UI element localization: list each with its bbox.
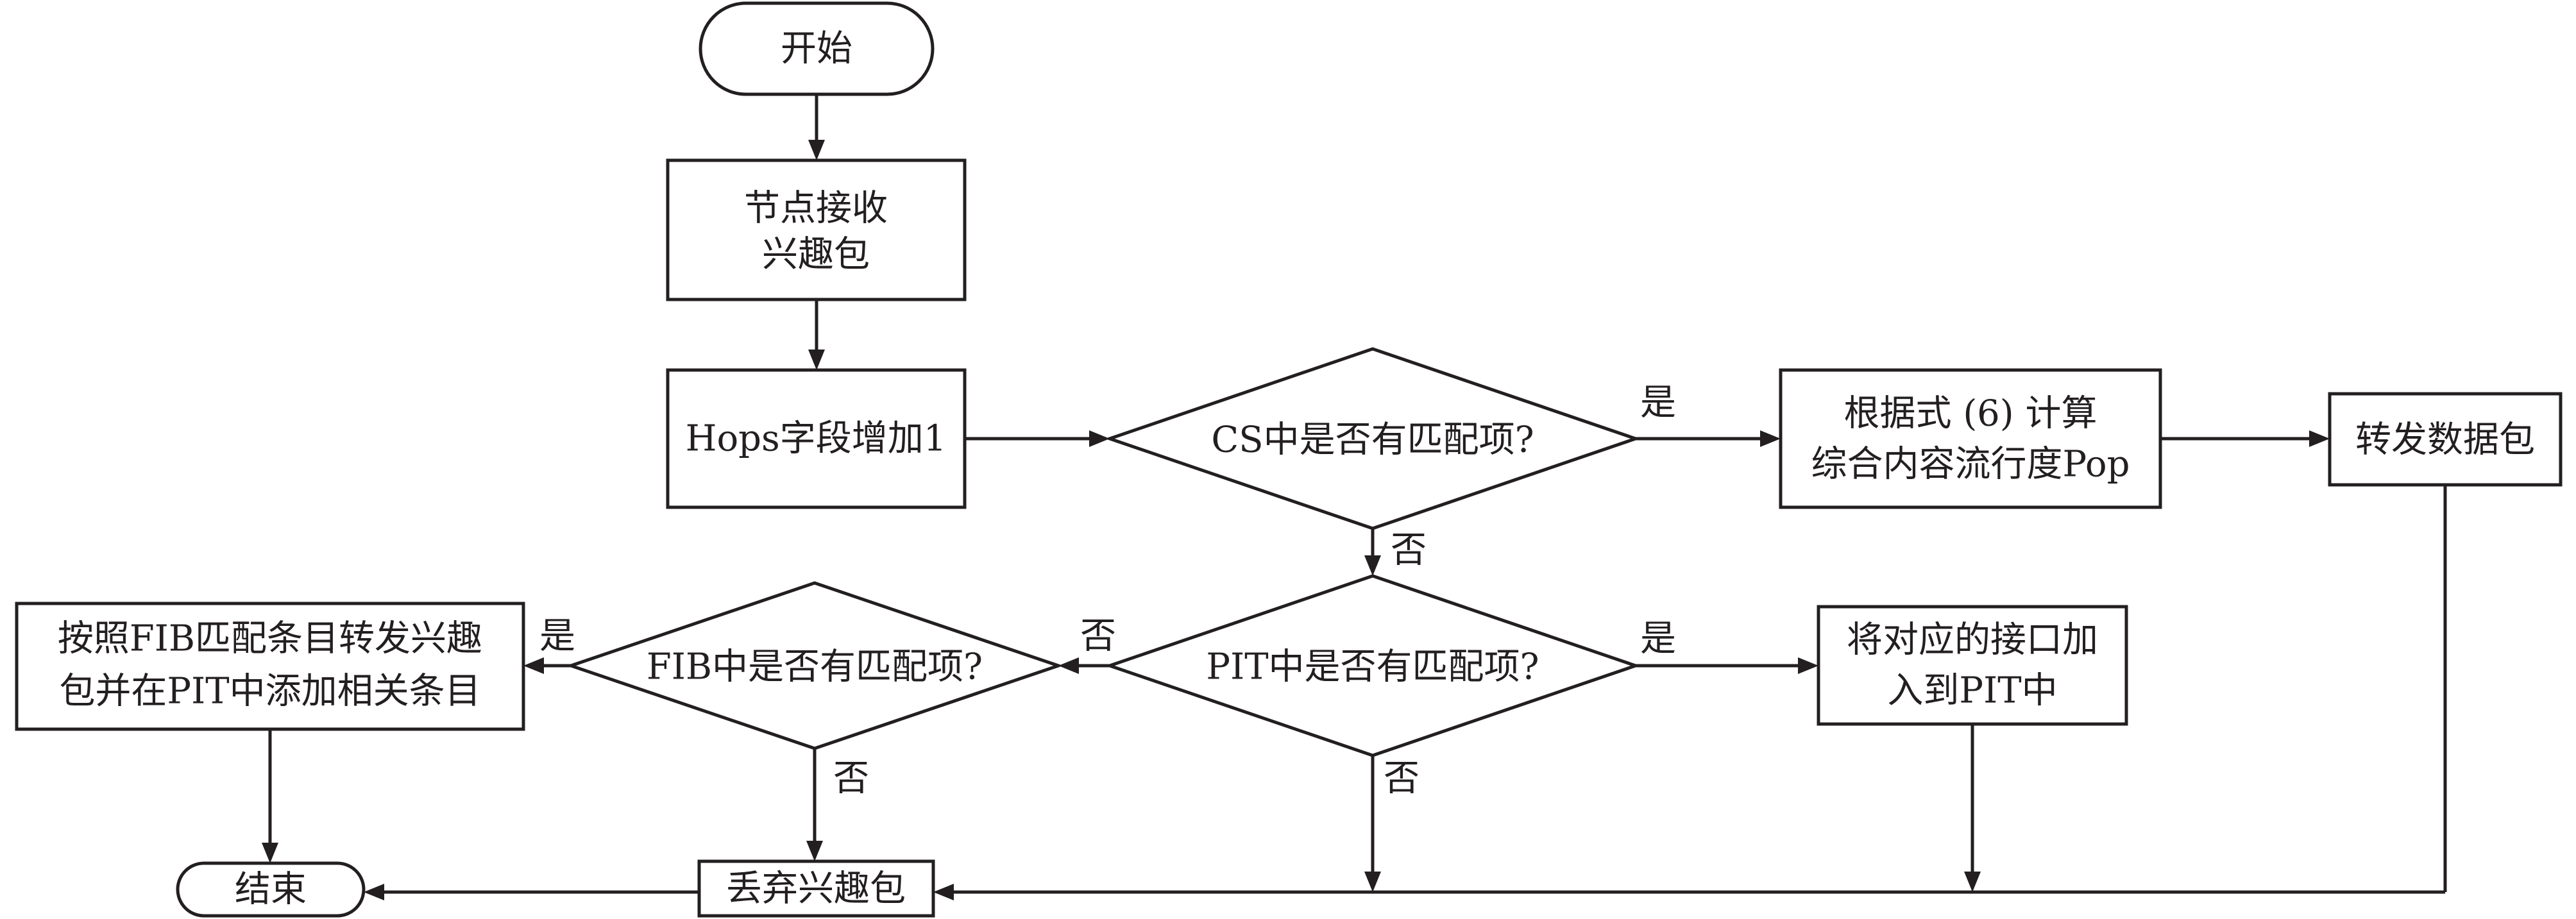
pit-no-down-label: 否: [1384, 758, 1419, 800]
fib-forward-label-line2: 包并在PIT中添加相关条目: [59, 671, 480, 712]
cs-match-decision: CS中是否有匹配项?: [1105, 347, 1641, 530]
edge-pit-yes-to-pit-add: [1636, 657, 1818, 674]
edge-fib-yes-to-fib-forward: [523, 657, 571, 674]
edge-cs-yes-to-compute: [1636, 430, 1781, 447]
edge-cs-no-to-pit: [1364, 528, 1381, 576]
edge-start-to-receive: [808, 94, 825, 160]
receive-interest-node: 节点接收 兴趣包: [666, 158, 967, 301]
discard-interest-node: 丢弃兴趣包: [697, 859, 935, 918]
edge-discard-to-end: [364, 884, 699, 900]
receive-interest-label-line1: 节点接收: [744, 188, 888, 230]
edge-fib-forward-to-end: [262, 729, 278, 863]
fib-match-label: FIB中是否有匹配项?: [647, 646, 983, 688]
forward-data-label: 转发数据包: [2355, 419, 2535, 461]
end-node: 结束: [176, 861, 366, 918]
fib-match-decision: FIB中是否有匹配项?: [566, 581, 1063, 750]
edge-fib-no-to-discard: [806, 748, 823, 861]
pit-match-label: PIT中是否有匹配项?: [1206, 646, 1539, 688]
cs-yes-label: 是: [1640, 382, 1676, 424]
cs-no-label: 否: [1391, 530, 1427, 571]
pit-yes-label: 是: [1640, 618, 1676, 660]
pit-add-interface-node: 将对应的接口加 入到PIT中: [1817, 605, 2128, 726]
pit-add-interface-label-line2: 入到PIT中: [1887, 670, 2057, 712]
start-node: 开始: [699, 1, 935, 96]
edge-receive-to-hops: [808, 299, 825, 370]
edge-bottom-return-to-discard: [933, 485, 2447, 900]
end-label: 结束: [235, 869, 307, 911]
start-label: 开始: [781, 28, 852, 70]
fib-forward-label-line1: 按照FIB匹配条目转发兴趣: [58, 618, 482, 660]
edge-pit-no-to-fib: [1058, 657, 1110, 674]
forward-data-node: 转发数据包: [2328, 392, 2563, 487]
edge-compute-to-forward-data: [2160, 430, 2330, 447]
edge-pit-add-down: [1964, 724, 1981, 892]
discard-interest-label: 丢弃兴趣包: [726, 868, 906, 910]
fib-no-label: 否: [833, 758, 869, 800]
edge-hops-to-cs: [965, 430, 1110, 447]
pit-match-decision: PIT中是否有匹配项?: [1105, 574, 1641, 757]
pit-no-left-label: 否: [1080, 616, 1116, 657]
compute-popularity-label-line1: 根据式 (6) 计算: [1844, 393, 2097, 435]
fib-yes-label: 是: [539, 616, 575, 657]
fib-forward-node: 按照FIB匹配条目转发兴趣 包并在PIT中添加相关条目: [15, 602, 525, 731]
pit-add-interface-label-line1: 将对应的接口加: [1847, 620, 2098, 661]
hops-increment-label: Hops字段增加1: [686, 418, 947, 460]
compute-popularity-node: 根据式 (6) 计算 综合内容流行度Pop: [1779, 368, 2162, 509]
compute-popularity-label-line2: 综合内容流行度Pop: [1811, 444, 2130, 485]
cs-match-label: CS中是否有匹配项?: [1211, 419, 1534, 461]
hops-increment-node: Hops字段增加1: [666, 368, 967, 509]
edge-pit-no-down: [1364, 755, 1381, 892]
receive-interest-label-line2: 兴趣包: [762, 234, 870, 276]
